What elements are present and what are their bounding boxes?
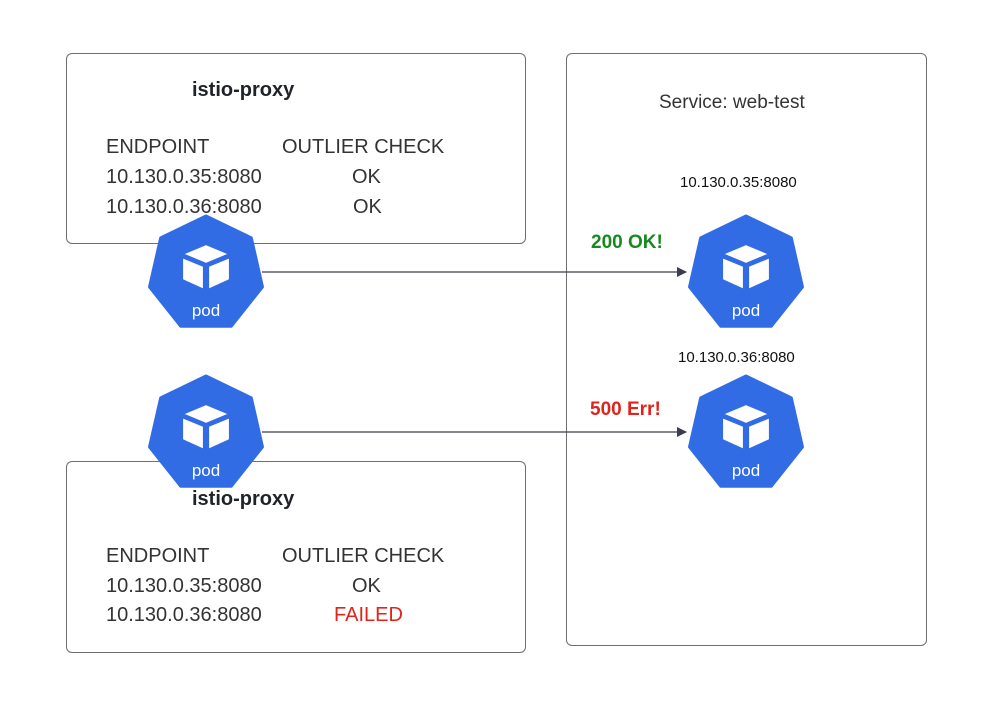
endpoint-header-bottom: ENDPOINT <box>106 545 210 567</box>
status-cell-top-1: OK <box>352 166 381 188</box>
endpoint-header-top: ENDPOINT <box>106 136 210 158</box>
proxy-title-bottom: istio-proxy <box>192 488 295 510</box>
proxy-box-top <box>66 53 526 244</box>
pod-label: pod <box>732 461 760 480</box>
cube-icon <box>720 402 772 452</box>
pod-icon-client-top: pod <box>148 214 264 335</box>
service-endpoint-label-1: 10.130.0.35:8080 <box>680 174 797 191</box>
pod-icon-client-bottom: pod <box>148 374 264 495</box>
status-cell-top-2: OK <box>353 196 382 218</box>
response-ok-label: 200 OK! <box>591 232 663 253</box>
status-cell-bottom-1: OK <box>352 575 381 597</box>
pod-icon-service-1: pod <box>688 214 804 335</box>
service-title: Service: web-test <box>659 92 805 113</box>
pod-heptagon <box>688 214 804 328</box>
endpoint-cell-bottom-1: 10.130.0.35:8080 <box>106 575 262 597</box>
pod-label: pod <box>192 461 220 480</box>
response-err-label: 500 Err! <box>590 399 661 420</box>
pod-label: pod <box>732 301 760 320</box>
endpoint-cell-top-1: 10.130.0.35:8080 <box>106 166 262 188</box>
cube-icon <box>720 242 772 292</box>
service-endpoint-label-2: 10.130.0.36:8080 <box>678 349 795 366</box>
outlier-header-top: OUTLIER CHECK <box>282 136 445 158</box>
endpoint-cell-bottom-2: 10.130.0.36:8080 <box>106 604 262 626</box>
pod-icon-service-2: pod <box>688 374 804 495</box>
pod-heptagon <box>148 214 264 328</box>
pod-heptagon <box>148 374 264 488</box>
cube-icon <box>180 402 232 452</box>
outlier-header-bottom: OUTLIER CHECK <box>282 545 445 567</box>
proxy-title-top: istio-proxy <box>192 79 295 101</box>
cube-icon <box>180 242 232 292</box>
status-cell-bottom-2: FAILED <box>334 604 403 626</box>
pod-label: pod <box>192 301 220 320</box>
proxy-box-bottom <box>66 461 526 653</box>
pod-heptagon <box>688 374 804 488</box>
endpoint-cell-top-2: 10.130.0.36:8080 <box>106 196 262 218</box>
service-box <box>566 53 927 646</box>
